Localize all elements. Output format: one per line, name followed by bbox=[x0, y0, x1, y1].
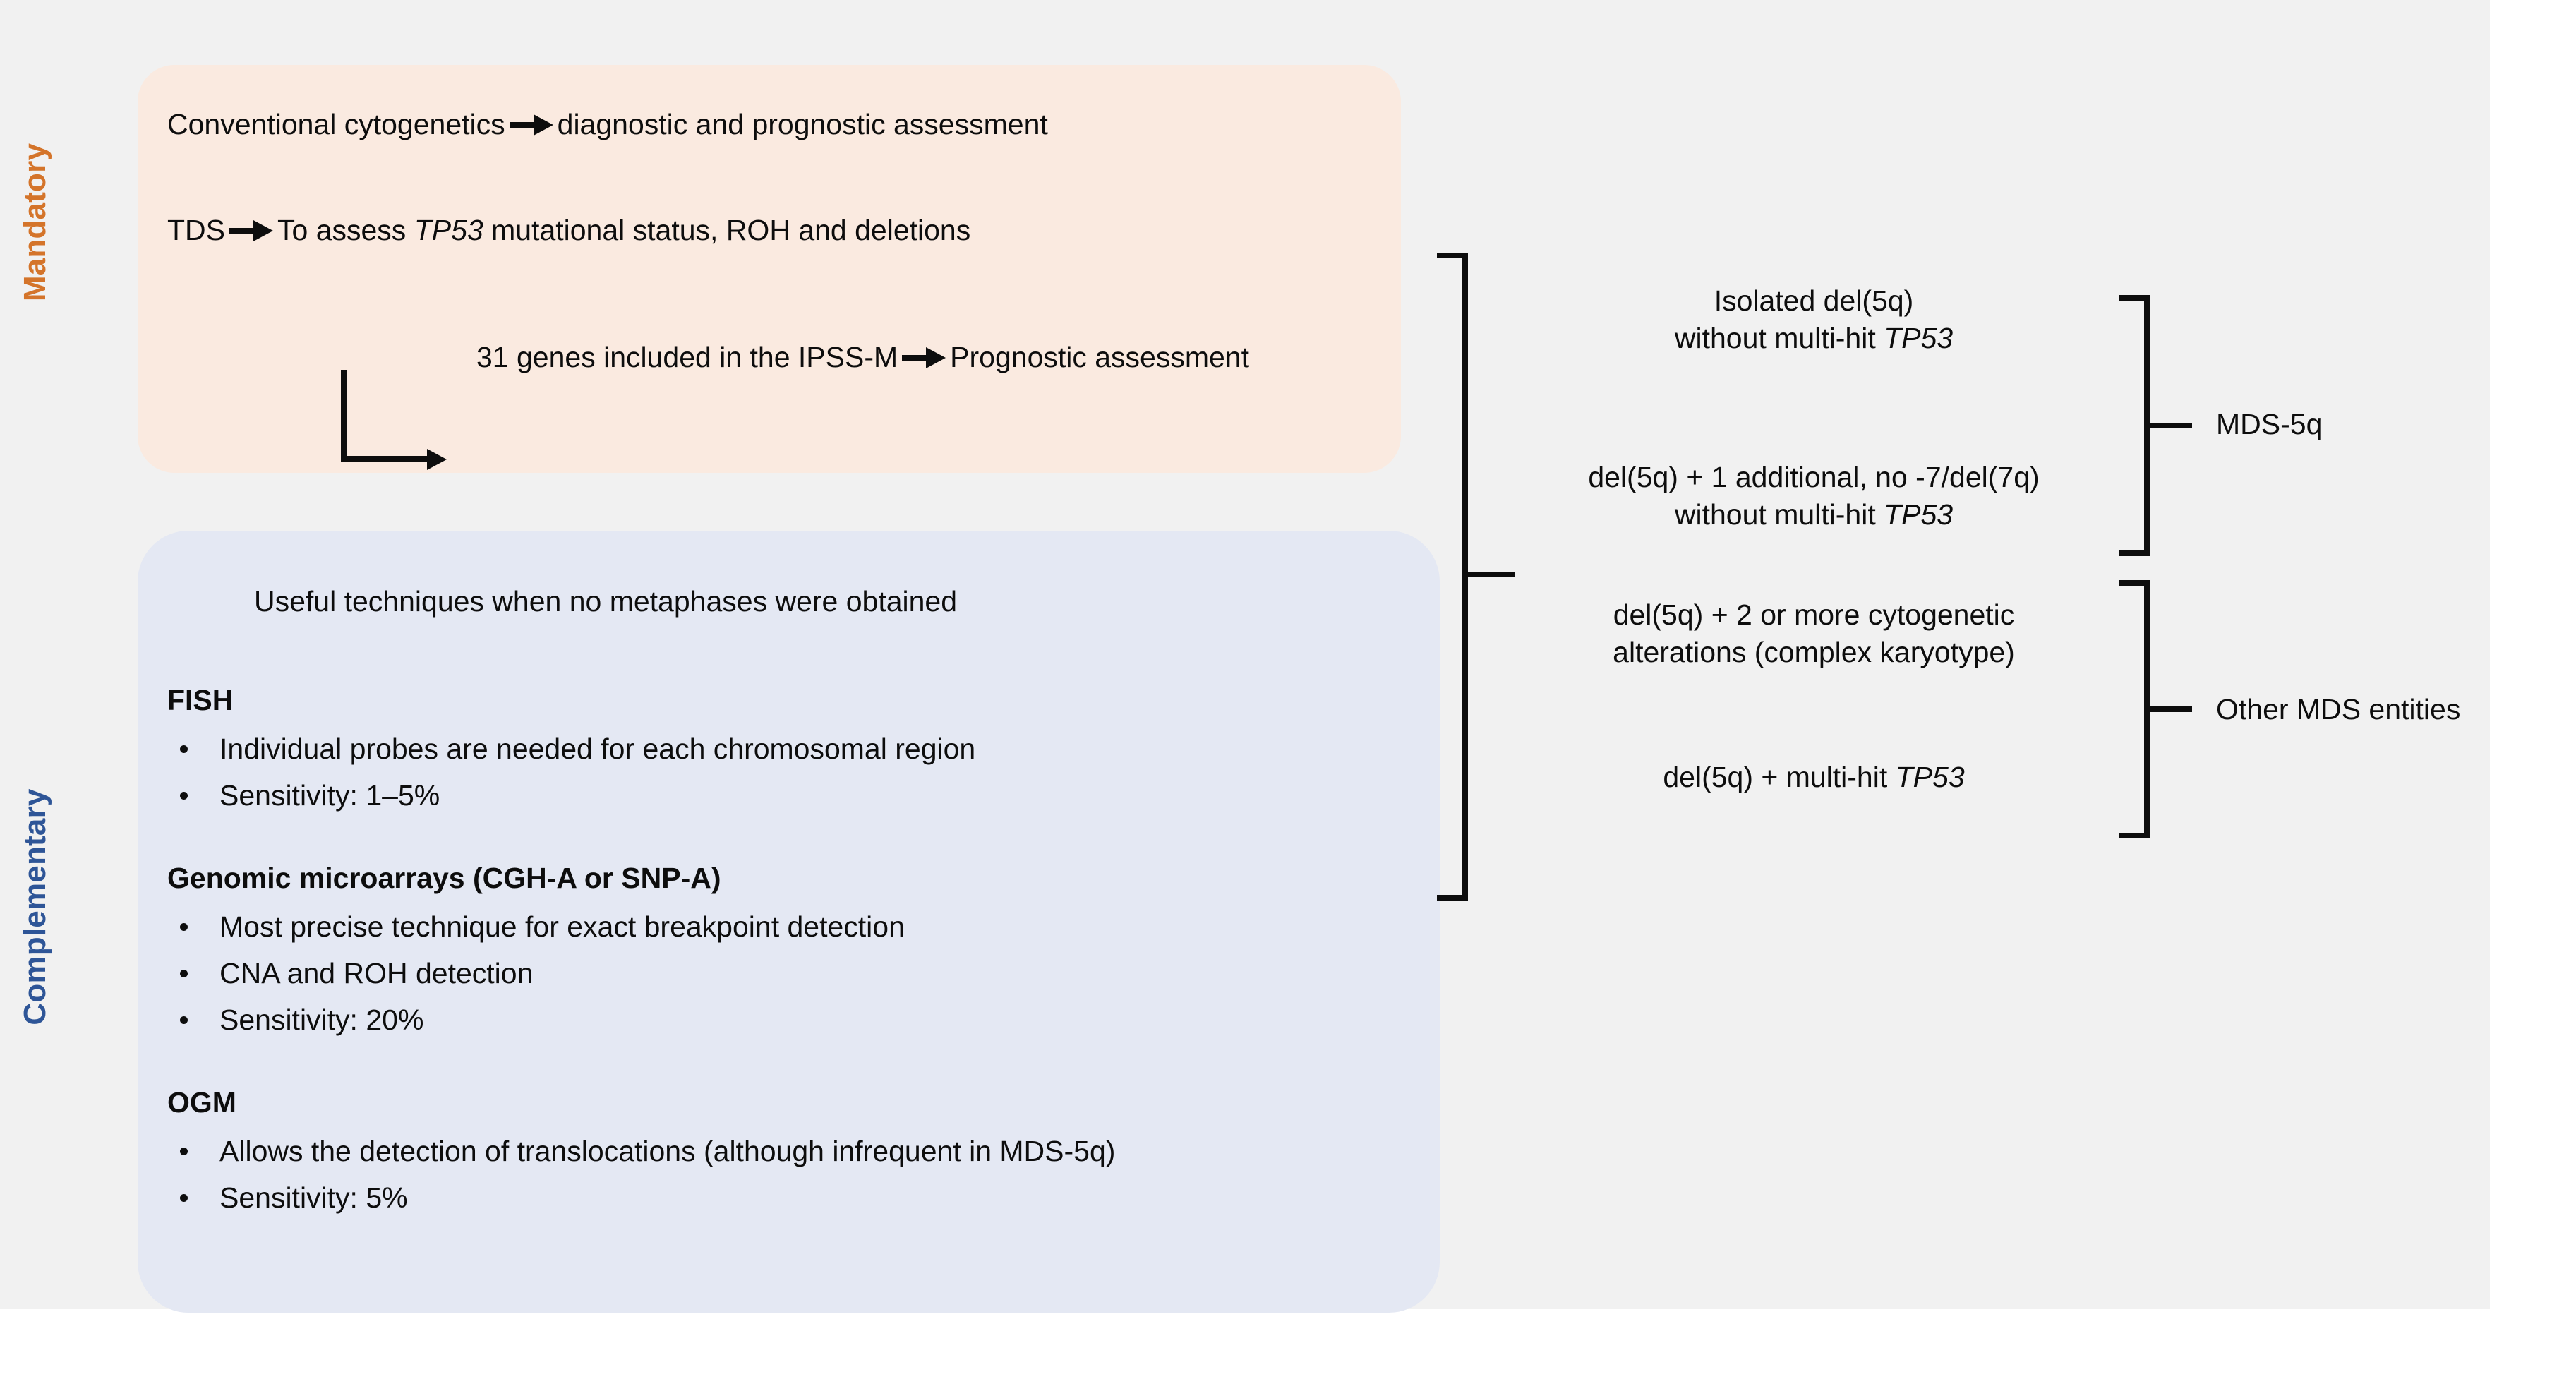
list-item-label: Most precise technique for exact breakpo… bbox=[219, 910, 905, 943]
section-label-complementary: Complementary bbox=[18, 788, 52, 1025]
mandatory-panel: Conventional cytogenetics diagnostic and … bbox=[138, 65, 1401, 473]
criteria-line-2: alterations (complex karyotype) bbox=[1613, 636, 2015, 669]
criteria-line-1: Isolated del(5q) bbox=[1714, 284, 1914, 317]
bullet-dot-icon bbox=[180, 1194, 188, 1202]
criteria-del5q-multihit-tp53: del(5q) + multi-hit TP53 bbox=[1496, 759, 2131, 796]
group-label-other-mds-entities: Other MDS entities bbox=[2216, 693, 2461, 725]
list-item-label: Individual probes are needed for each ch… bbox=[219, 733, 976, 765]
list-item-label: Sensitivity: 20% bbox=[219, 1004, 424, 1036]
list-item: Individual probes are needed for each ch… bbox=[180, 733, 975, 766]
section-title-ogm: OGM bbox=[167, 1086, 236, 1119]
list-item-label: CNA and ROH detection bbox=[219, 957, 534, 989]
list-item: Allows the detection of translocations (… bbox=[180, 1135, 1115, 1168]
gene-tp53: TP53 bbox=[1884, 498, 1954, 531]
list-item: Most precise technique for exact breakpo… bbox=[180, 910, 905, 944]
right-arrow-icon bbox=[509, 114, 553, 136]
criteria-line-2: del(5q) + multi-hit TP53 bbox=[1663, 761, 1965, 793]
section-title-genomic-microarrays: Genomic microarrays (CGH-A or SNP-A) bbox=[167, 862, 721, 894]
criteria-line-1: del(5q) + 2 or more cytogenetic bbox=[1613, 598, 2015, 631]
mandatory-row-tds: TDS To assess TP53 mutational status, ROH… bbox=[167, 214, 971, 247]
section-title-fish: FISH bbox=[167, 684, 234, 716]
list-item: CNA and ROH detection bbox=[180, 957, 533, 990]
brace-other-mds-entities-icon bbox=[2119, 580, 2203, 838]
right-arrow-icon bbox=[902, 347, 946, 368]
diagram-canvas: Mandatory Complementary Conventional cyt… bbox=[0, 0, 2490, 1313]
tds-result-post: mutational status, ROH and deletions bbox=[483, 214, 971, 246]
bullet-dot-icon bbox=[180, 970, 188, 977]
bullet-dot-icon bbox=[180, 745, 188, 753]
list-item-label: Sensitivity: 5% bbox=[219, 1181, 408, 1214]
mandatory-row-conventional-cytogenetics: Conventional cytogenetics diagnostic and … bbox=[167, 108, 1048, 141]
criteria-line-2: without multi-hit TP53 bbox=[1674, 322, 1954, 355]
complementary-heading: Useful techniques when no metaphases wer… bbox=[254, 585, 958, 618]
group-label-mds5q: MDS-5q bbox=[2216, 408, 2323, 440]
list-item-label: Sensitivity: 1–5% bbox=[219, 779, 440, 812]
tds-result-gene: TP53 bbox=[414, 214, 483, 246]
tds-result-pre: To assess bbox=[277, 214, 414, 246]
ipssm-result: Prognostic assessment bbox=[950, 341, 1250, 373]
list-item: Sensitivity: 5% bbox=[180, 1181, 408, 1215]
criteria-isolated-del5q: Isolated del(5q) without multi-hit TP53 bbox=[1510, 282, 2117, 358]
bullet-dot-icon bbox=[180, 1016, 188, 1024]
gene-tp53: TP53 bbox=[1895, 761, 1965, 793]
elbow-arrow-icon bbox=[341, 370, 468, 470]
list-item: Sensitivity: 20% bbox=[180, 1004, 423, 1037]
criteria-line-2: without multi-hit TP53 bbox=[1674, 498, 1954, 531]
right-arrow-icon bbox=[229, 220, 273, 241]
section-label-mandatory: Mandatory bbox=[18, 143, 52, 302]
list-item: Sensitivity: 1–5% bbox=[180, 779, 440, 812]
mandatory-row-ipssm: 31 genes included in the IPSS-M Prognosti… bbox=[476, 341, 1250, 374]
gene-tp53: TP53 bbox=[1884, 322, 1954, 355]
criteria-line-1: del(5q) + 1 additional, no -7/del(7q) bbox=[1588, 461, 2040, 493]
criteria-del5q-complex-karyotype: del(5q) + 2 or more cytogenetic alterati… bbox=[1496, 596, 2131, 672]
list-item-label: Allows the detection of translocations (… bbox=[219, 1135, 1116, 1167]
bullet-dot-icon bbox=[180, 923, 188, 931]
complementary-panel: Useful techniques when no metaphases wer… bbox=[138, 531, 1440, 1313]
bullet-dot-icon bbox=[180, 1148, 188, 1155]
left-grouping-brace-icon bbox=[1437, 253, 1522, 901]
conventional-cytogenetics-term: Conventional cytogenetics bbox=[167, 108, 505, 140]
bullet-dot-icon bbox=[180, 792, 188, 800]
conventional-cytogenetics-result: diagnostic and prognostic assessment bbox=[557, 108, 1048, 140]
tds-term: TDS bbox=[167, 214, 225, 246]
ipssm-genes-text: 31 genes included in the IPSS-M bbox=[476, 341, 898, 373]
brace-mds5q-icon bbox=[2119, 295, 2203, 556]
criteria-del5q-plus-one: del(5q) + 1 additional, no -7/del(7q) wi… bbox=[1482, 459, 2145, 534]
